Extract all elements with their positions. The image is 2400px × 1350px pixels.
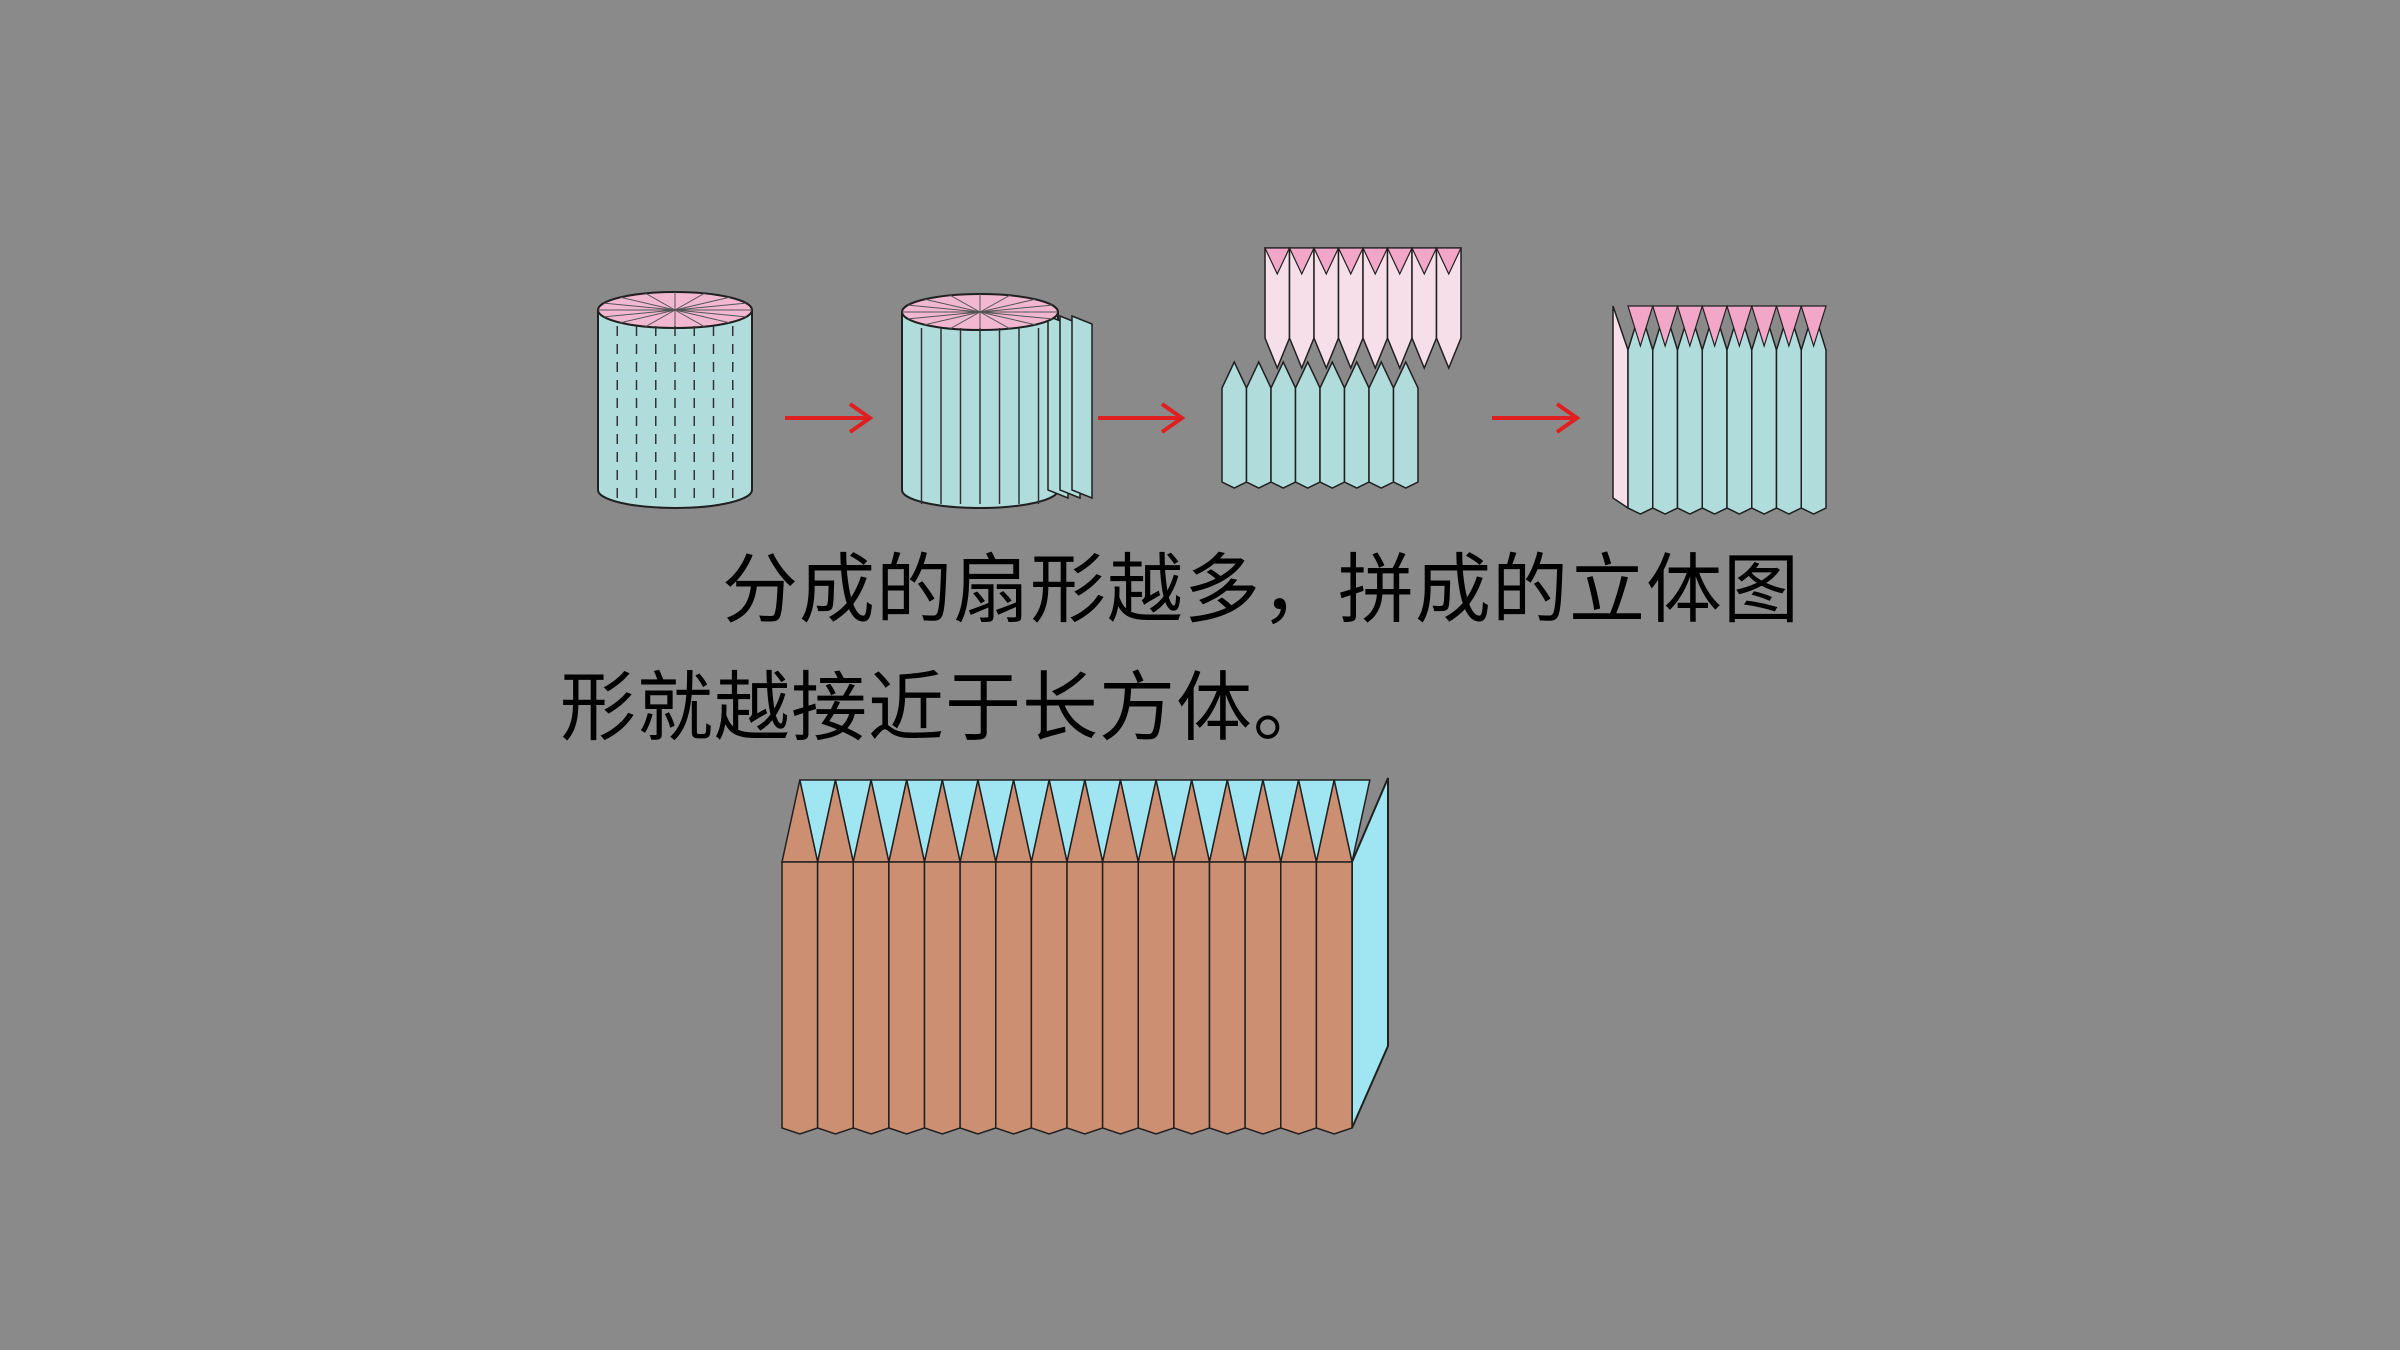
lower-wedge xyxy=(1319,360,1346,489)
strip-front xyxy=(1280,861,1318,1135)
arrow-right-icon xyxy=(785,402,874,434)
strip-front xyxy=(1066,861,1104,1135)
cuboid-pink-tip xyxy=(1676,305,1704,349)
upper-wedge-tip xyxy=(1264,247,1291,276)
cylinder-dashed-cuts xyxy=(597,291,753,509)
cylinder-cut-wedges xyxy=(901,293,1093,509)
strip-front xyxy=(1244,861,1282,1135)
arrow-right-icon xyxy=(1098,402,1186,434)
lower-wedge xyxy=(1368,360,1395,489)
strip-front xyxy=(1208,861,1246,1135)
strip-front xyxy=(995,861,1033,1135)
sector-line xyxy=(674,309,747,318)
sector-line xyxy=(907,311,981,320)
cuboid-pink-side xyxy=(1612,305,1629,510)
lower-wedge xyxy=(1245,360,1272,489)
finer-approx-cuboid xyxy=(781,777,1389,1135)
sector-line xyxy=(979,311,1036,326)
upper-wedge-tip xyxy=(1362,247,1389,276)
strip-front xyxy=(852,861,890,1135)
strip-front xyxy=(816,861,854,1135)
sector-line xyxy=(674,292,705,311)
lower-wedge xyxy=(1294,360,1321,489)
strip-front xyxy=(888,861,926,1135)
cuboid-pink-tip xyxy=(1651,305,1679,349)
cuboid-pink-tip xyxy=(1701,305,1728,349)
sector-line xyxy=(674,296,730,311)
sector-line xyxy=(979,294,1011,313)
sector-line xyxy=(674,302,747,311)
cuboid-pink-tip xyxy=(1750,305,1778,349)
sector-line xyxy=(949,311,981,330)
sector-line xyxy=(924,298,981,313)
sector-line xyxy=(924,311,981,326)
lower-wedge xyxy=(1270,360,1297,489)
strip-front xyxy=(1137,861,1175,1135)
upper-wedge-tip xyxy=(1288,247,1315,276)
sector-line xyxy=(645,309,676,328)
sector-line xyxy=(979,304,1053,313)
sector-line xyxy=(674,309,705,328)
upper-wedge-tip xyxy=(1313,247,1340,276)
cuboid-pink-tip xyxy=(1800,305,1827,349)
strip-front xyxy=(1315,861,1353,1135)
strip-front xyxy=(959,861,997,1135)
strip-front xyxy=(1173,861,1211,1135)
lower-wedge xyxy=(1392,360,1419,489)
upper-wedge-tip xyxy=(1386,247,1413,276)
sector-line xyxy=(907,304,981,313)
caption-line-1: 分成的扇形越多，拼成的立体图 xyxy=(722,545,1800,634)
sector-line xyxy=(949,294,981,313)
sector-line xyxy=(979,298,1036,313)
sector-line xyxy=(620,296,676,311)
lower-wedge xyxy=(1343,360,1370,489)
caption-line-2: 形就越接近于长方体。 xyxy=(560,663,1330,752)
strip-front xyxy=(923,861,961,1135)
cuboid-pink-tip xyxy=(1726,305,1753,349)
sector-line xyxy=(620,309,676,324)
strip-front xyxy=(1101,861,1139,1135)
sector-line xyxy=(603,302,676,311)
upper-wedge-tip xyxy=(1435,247,1462,276)
arrow-right-icon xyxy=(1492,402,1581,434)
cuboid-pink-tip xyxy=(1627,305,1654,349)
upper-wedge-tip xyxy=(1337,247,1364,276)
upper-wedge-tip xyxy=(1411,247,1438,276)
sector-line xyxy=(645,292,676,311)
sector-line xyxy=(979,311,1053,320)
strip-front xyxy=(1030,861,1068,1135)
open-wedge xyxy=(1071,314,1093,500)
lower-wedge xyxy=(1221,360,1248,489)
sector-line xyxy=(979,311,1011,330)
sector-line xyxy=(603,309,676,318)
upper-wedge-row xyxy=(1264,247,1462,370)
lower-wedge-row xyxy=(1221,360,1419,489)
sector-line xyxy=(674,309,730,324)
cuboid-pink-tip xyxy=(1775,305,1803,349)
strip-front xyxy=(781,861,819,1135)
assembled-approx-cuboid xyxy=(1612,305,1827,515)
